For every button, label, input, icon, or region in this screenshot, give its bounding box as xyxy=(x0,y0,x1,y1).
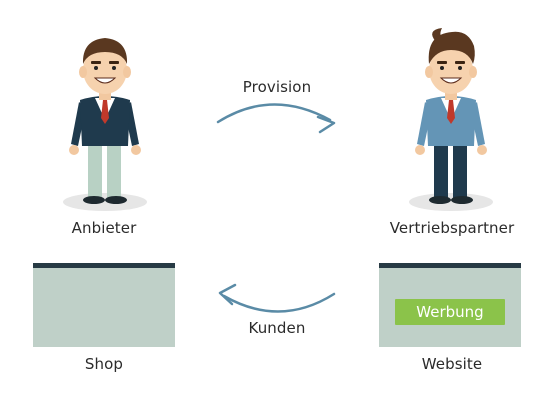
shop-window xyxy=(33,263,175,347)
customers-arrow-icon xyxy=(218,283,336,313)
partner-figure-icon xyxy=(409,28,493,211)
website-window: Werbung xyxy=(379,263,521,347)
shop-label: Shop xyxy=(84,355,124,373)
provider-figure-icon xyxy=(63,38,147,211)
ad-banner[interactable]: Werbung xyxy=(395,299,505,325)
provider-label: Anbieter xyxy=(71,219,137,237)
provision-arrow-icon xyxy=(216,103,336,134)
partner-label: Vertriebspartner xyxy=(389,219,515,237)
customers-label: Kunden xyxy=(248,319,306,337)
provision-label: Provision xyxy=(242,78,312,96)
website-label: Website xyxy=(421,355,483,373)
